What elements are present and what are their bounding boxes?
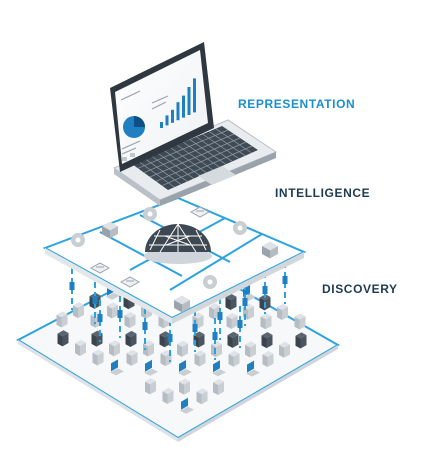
dashboard-bar — [193, 78, 196, 113]
dashboard-bar — [171, 109, 174, 123]
server-tower-icon — [277, 303, 288, 320]
server-tower-icon — [225, 294, 237, 311]
laptop-device-icon — [180, 397, 194, 414]
connector-node — [117, 310, 123, 318]
representation-label: REPRESENTATION — [238, 97, 356, 111]
laptop-dashboard-icon — [110, 42, 278, 206]
gear-icon — [203, 275, 217, 289]
server-tower-icon — [279, 341, 290, 358]
connector-node — [242, 298, 248, 306]
data-cube-icon — [262, 241, 278, 259]
document-icon — [119, 276, 141, 288]
server-tower-icon — [57, 330, 69, 347]
laptop-device-icon — [178, 360, 192, 376]
server-tower-icon — [125, 330, 137, 347]
server-tower-icon — [228, 350, 240, 367]
server-tower-icon — [294, 313, 306, 330]
server-tower-icon — [107, 302, 118, 319]
server-tower-icon — [245, 341, 256, 358]
document-icon — [89, 262, 111, 274]
connector-node — [282, 276, 288, 284]
dashboard-bar — [160, 122, 163, 128]
dashboard-bar — [182, 95, 185, 118]
server-tower-icon — [226, 312, 238, 329]
dashboard-bar — [187, 87, 191, 115]
server-tower-icon — [179, 378, 190, 395]
layer-connectors — [69, 262, 288, 362]
server-tower-icon — [109, 340, 120, 357]
discovery-label: DISCOVERY — [322, 282, 398, 296]
laptop-device-icon — [212, 360, 226, 377]
document-icon — [189, 206, 211, 218]
server-tower-icon — [126, 349, 138, 366]
connector-node — [217, 312, 223, 320]
server-tower-icon — [196, 388, 208, 405]
server-tower-icon — [56, 311, 68, 328]
connector-node — [192, 324, 198, 332]
server-tower-icon — [124, 312, 136, 329]
server-tower-icon — [177, 340, 188, 357]
server-tower-icon — [143, 340, 154, 357]
connector-node — [212, 332, 218, 340]
laptop-device-icon — [246, 360, 260, 377]
intelligence-layer — [42, 196, 307, 324]
server-tower-icon — [92, 349, 104, 366]
connector-node — [142, 322, 148, 330]
intelligence-node-icons — [71, 206, 278, 313]
server-tower-icon — [295, 332, 307, 349]
gear-icon — [143, 207, 157, 221]
data-cube-icon — [102, 221, 118, 239]
connector-node — [262, 286, 268, 294]
server-tower-icon — [211, 341, 222, 358]
dashboard-bar — [176, 102, 180, 121]
gear-icon — [71, 233, 85, 247]
network-brain-icon — [144, 223, 212, 264]
dashboard-bar — [165, 115, 169, 126]
server-tower-icon — [262, 351, 274, 368]
connector-node — [237, 320, 243, 328]
connector-node — [97, 314, 103, 322]
connector-node — [92, 296, 98, 304]
server-tower-icon — [145, 378, 156, 395]
server-tower-icon — [261, 332, 273, 349]
server-tower-icon — [73, 302, 84, 319]
server-tower-icon — [260, 313, 272, 330]
server-tower-icon — [160, 350, 172, 367]
server-tower-icon — [213, 378, 224, 395]
laptop-device-icon — [110, 359, 124, 376]
connector-node — [167, 334, 173, 342]
laptop-device-icon — [144, 359, 158, 376]
server-tower-icon — [227, 331, 239, 348]
server-tower-icon — [194, 350, 206, 367]
intelligence-label: INTELLIGENCE — [275, 186, 371, 200]
server-tower-icon — [75, 339, 86, 356]
gear-icon — [233, 221, 247, 235]
connector-node — [69, 282, 75, 290]
data-cube-icon — [174, 295, 190, 313]
server-tower-icon — [162, 387, 174, 404]
